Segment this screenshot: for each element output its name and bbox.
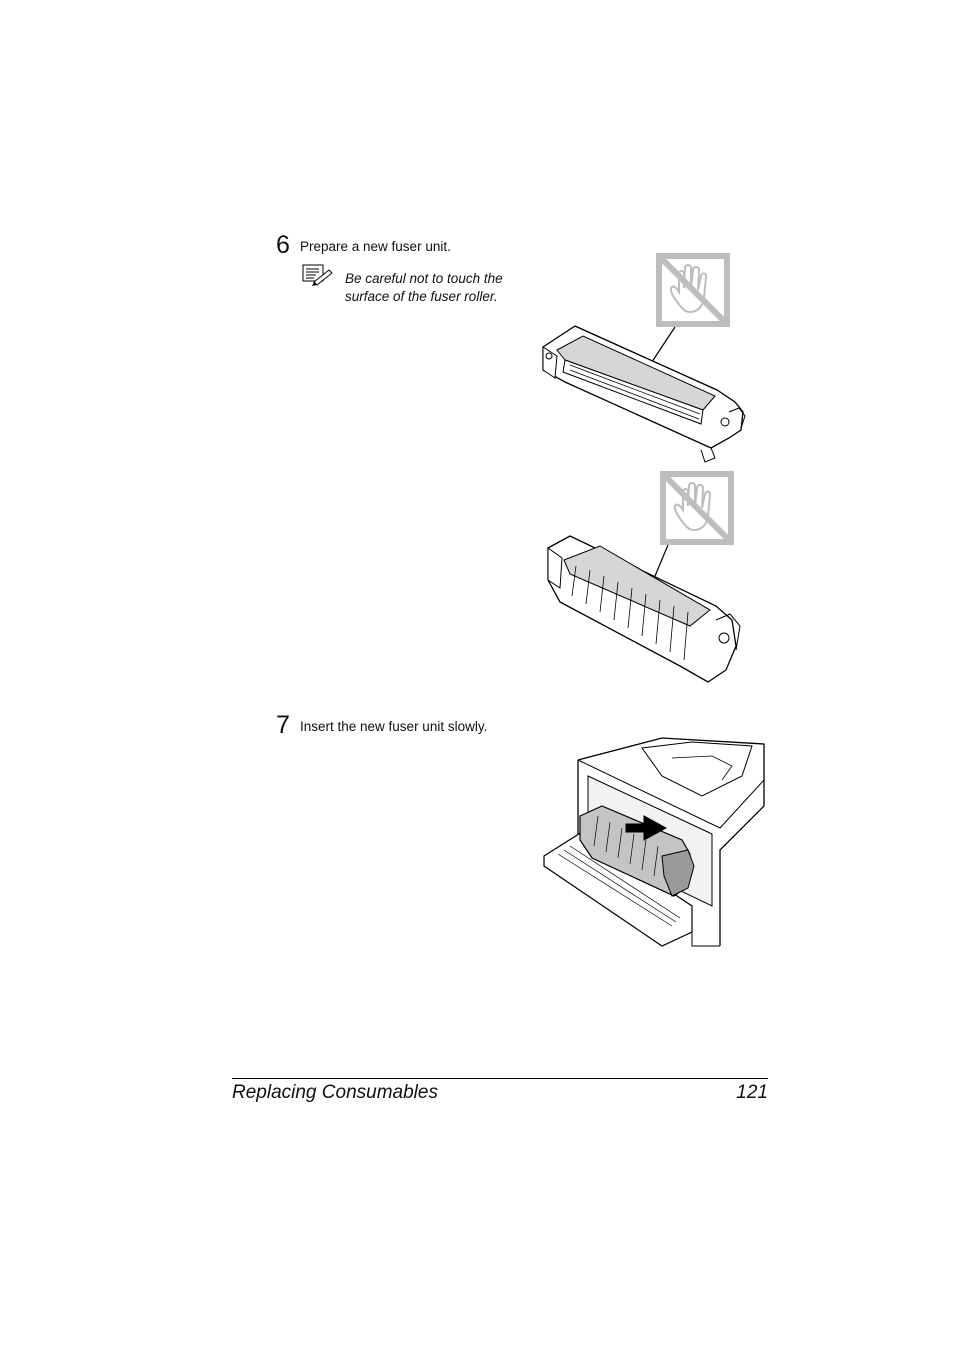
step-6-number: 6	[276, 231, 290, 259]
fuser-unit-illustration-bottom	[547, 471, 741, 683]
fuser-unit-illustration-top	[542, 253, 746, 463]
footer-page-number: 121	[736, 1082, 768, 1103]
step-7-text: Insert the new fuser unit slowly.	[300, 719, 488, 734]
footer-rule	[232, 1078, 768, 1079]
note-pencil-icon	[302, 264, 333, 286]
printer-insert-fuser-illustration	[543, 737, 765, 947]
note-text: Be careful not to touch the surface of t…	[345, 271, 503, 304]
step-6-text: Prepare a new fuser unit.	[300, 239, 451, 254]
do-not-touch-icon	[656, 253, 730, 327]
insert-arrow-icon	[625, 815, 668, 841]
do-not-touch-icon	[660, 471, 734, 545]
step-7-number: 7	[276, 711, 290, 739]
footer-section-title: Replacing Consumables	[232, 1082, 438, 1103]
